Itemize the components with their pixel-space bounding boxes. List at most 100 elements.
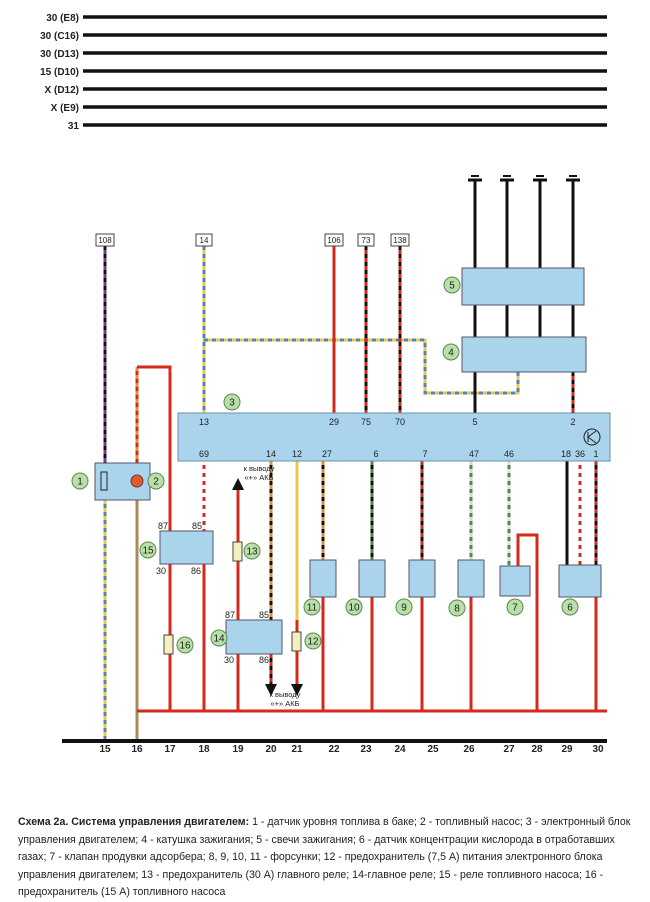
fuel-level-sensor-icon xyxy=(100,471,108,491)
component-label-circle xyxy=(561,598,579,616)
battery-note: «+» АКБ xyxy=(270,699,299,708)
column-number: 30 xyxy=(592,744,604,755)
component-label-circle xyxy=(210,629,228,647)
ecu-pin: 18 xyxy=(561,449,571,459)
ecu-pin: 5 xyxy=(472,417,477,427)
component-label-circle xyxy=(443,276,461,294)
component-label-circle xyxy=(506,598,524,616)
wires xyxy=(83,15,607,741)
component-label: 5 xyxy=(449,281,455,292)
bus-label: X (D12) xyxy=(45,85,79,96)
column-number: 17 xyxy=(164,744,176,755)
wiring-diagram: 30 (E8) 30 (C16) 30 (D13) 15 (D10) X (D1… xyxy=(40,13,611,755)
component-label-circle xyxy=(223,393,241,411)
bus-label: 30 (C16) xyxy=(40,31,79,42)
fuse-13 xyxy=(232,541,243,562)
ecu-pin: 13 xyxy=(199,417,209,427)
battery-note: «+» АКБ xyxy=(244,473,273,482)
wire xyxy=(516,533,539,711)
component-label: 16 xyxy=(179,641,191,652)
injector-10 xyxy=(358,559,386,598)
column-number: 24 xyxy=(394,744,406,755)
ecu-pin: 27 xyxy=(322,449,332,459)
relay-pin: 85 xyxy=(259,610,269,620)
ecu-pin: 36 xyxy=(575,449,585,459)
arrow-up-icon xyxy=(232,478,244,490)
component-label: 4 xyxy=(448,348,454,359)
ecu-pin: 47 xyxy=(469,449,479,459)
power-buses: 30 (E8) 30 (C16) 30 (D13) 15 (D10) X (D1… xyxy=(40,13,79,132)
component-label-circle xyxy=(139,541,157,559)
oxygen-sensor xyxy=(558,564,602,598)
column-number: 26 xyxy=(463,744,475,755)
component-label-circle xyxy=(176,636,194,654)
ignition-coil xyxy=(461,336,587,373)
component-label-circle xyxy=(304,632,322,650)
caption: Схема 2а. Система управления двигателем:… xyxy=(18,814,638,902)
bus-label: 30 (D13) xyxy=(40,49,79,60)
relay-pin: 86 xyxy=(259,655,269,665)
component-label: 11 xyxy=(307,603,318,614)
ecu-pin: 12 xyxy=(292,449,302,459)
purge-valve xyxy=(499,565,531,597)
ecu-pin: 29 xyxy=(329,417,339,427)
relay-pin: 87 xyxy=(225,610,235,620)
bus-label: X (E9) xyxy=(51,103,79,114)
wire xyxy=(137,365,172,711)
column-number: 16 xyxy=(131,744,143,755)
injector-8 xyxy=(457,559,485,598)
component-label: 2 xyxy=(153,477,159,488)
column-number: 20 xyxy=(265,744,277,755)
relay-pin: 86 xyxy=(191,566,201,576)
component-label: 7 xyxy=(512,603,518,614)
ecu-pin: 7 xyxy=(422,449,427,459)
component-label: 13 xyxy=(246,547,258,558)
connector-id: 138 xyxy=(393,236,407,245)
arrow-down-icon xyxy=(291,684,303,696)
ecu-pin: 14 xyxy=(266,449,276,459)
fuel-pump-relay xyxy=(159,530,214,565)
connector-id: 106 xyxy=(327,236,341,245)
caption-text: 1 - датчик уровня топлива в баке; 2 - то… xyxy=(18,816,631,898)
component-label-circle xyxy=(442,343,460,361)
components xyxy=(94,267,602,655)
caption-title: Схема 2а. Система управления двигателем: xyxy=(18,816,250,828)
fuel-pump-motor-icon xyxy=(130,474,144,488)
column-number: 15 xyxy=(99,744,111,755)
wire-stripe xyxy=(204,338,520,395)
component-label: 8 xyxy=(454,604,460,615)
transistor-icon xyxy=(583,428,601,446)
bus-label: 15 (D10) xyxy=(40,67,79,78)
connector-id: 14 xyxy=(200,236,209,245)
column-number: 27 xyxy=(503,744,515,755)
main-relay xyxy=(225,619,283,655)
relay-pin: 30 xyxy=(156,566,166,576)
component-label: 9 xyxy=(401,603,407,614)
component-label-circle xyxy=(303,598,321,616)
relay-pin: 85 xyxy=(192,521,202,531)
connector-id: 73 xyxy=(362,236,371,245)
battery-note: к выводу xyxy=(270,690,301,699)
component-label-circle xyxy=(243,542,261,560)
ecu-pin: 6 xyxy=(373,449,378,459)
column-number: 29 xyxy=(561,744,573,755)
column-number: 25 xyxy=(427,744,439,755)
component-label: 14 xyxy=(213,634,225,645)
component-label-circle xyxy=(345,598,363,616)
battery-note: к выводу xyxy=(244,464,275,473)
column-number: 18 xyxy=(198,744,210,755)
fuse-16 xyxy=(163,634,174,655)
bus-label: 30 (E8) xyxy=(46,13,79,24)
column-number: 28 xyxy=(531,744,543,755)
column-number: 23 xyxy=(360,744,372,755)
relay-pin: 30 xyxy=(224,655,234,665)
component-label-circle xyxy=(448,599,466,617)
injector-9 xyxy=(408,559,436,598)
connector-id: 108 xyxy=(98,236,112,245)
ecu-box xyxy=(177,412,611,462)
connector-tags: 108 14 106 73 138 xyxy=(95,233,410,247)
relay-pin: 87 xyxy=(158,521,168,531)
injector-11 xyxy=(309,559,337,598)
